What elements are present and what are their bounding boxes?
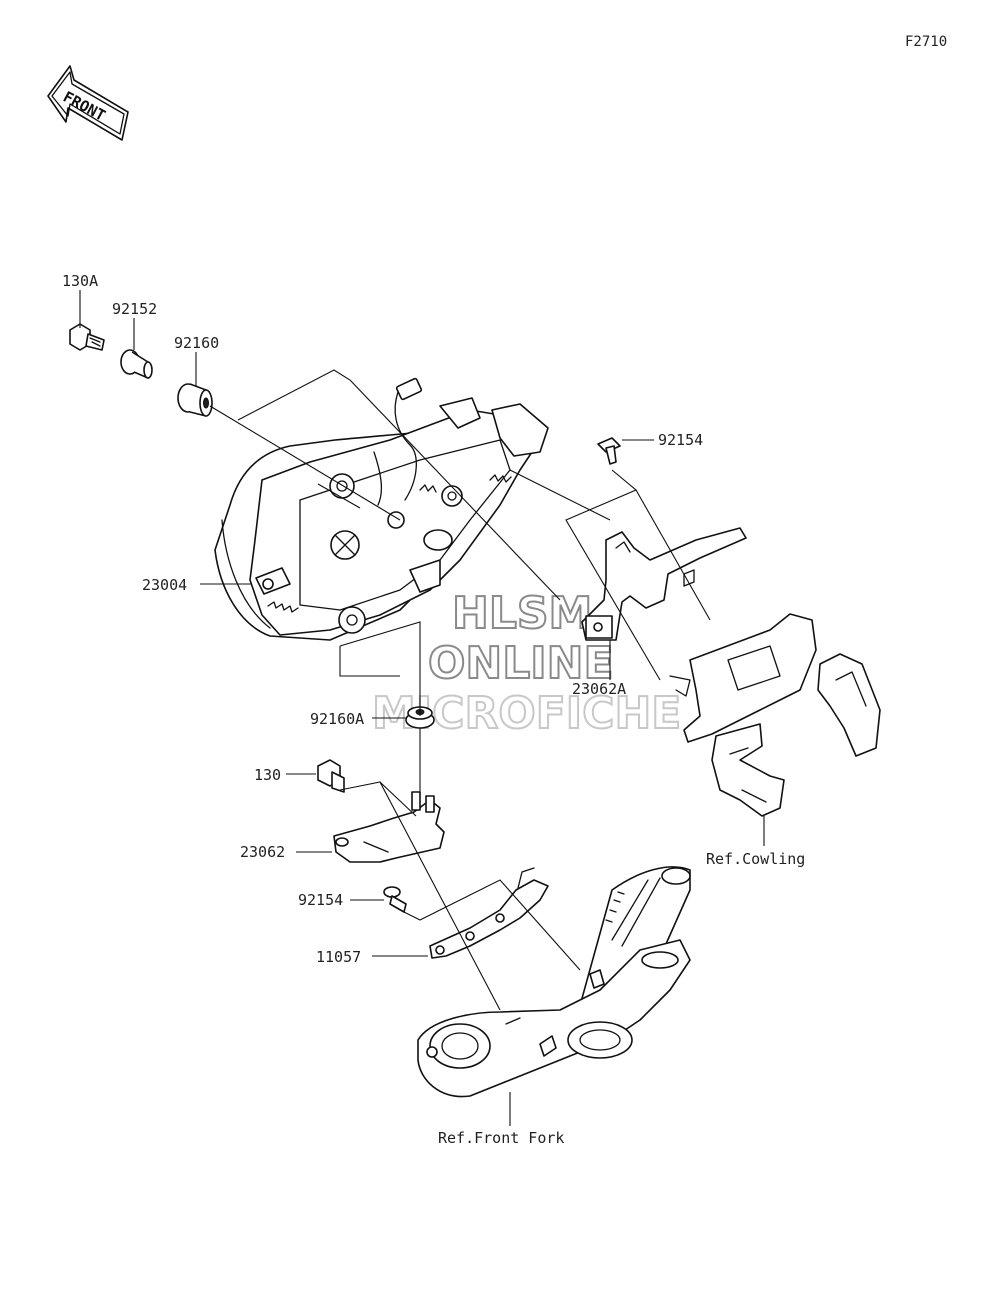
watermark-line-1: HLSM [452, 588, 592, 639]
bracket-11057 [429, 867, 549, 959]
headlight-assembly-23004 [214, 377, 549, 641]
label-92160: 92160 [174, 334, 219, 352]
front-arrow-icon: FRONT [47, 65, 129, 141]
bracket-23062 [333, 791, 445, 863]
label-92152: 92152 [112, 300, 157, 318]
screw-92154-bottom [383, 886, 407, 913]
bracket-23062a [581, 437, 747, 641]
label-23062a: 23062A [572, 680, 626, 698]
label-130a: 130A [62, 272, 98, 290]
bolt-130a [69, 323, 105, 351]
label-ref-front-fork: Ref.Front Fork [438, 1129, 564, 1147]
label-92154-bottom: 92154 [298, 891, 343, 909]
label-92154-top: 92154 [658, 431, 703, 449]
bolt-130 [317, 759, 345, 793]
figure-code: F2710 [905, 34, 947, 50]
label-130: 130 [254, 766, 281, 784]
leader-lines [79, 290, 765, 1126]
watermark-line-2: ONLINE [428, 638, 614, 689]
label-ref-cowling: Ref.Cowling [706, 850, 805, 868]
cowling-stay [669, 613, 881, 817]
grommet-92160 [177, 383, 213, 417]
steering-stem [417, 866, 691, 1098]
collar-92152 [120, 349, 153, 379]
label-11057: 11057 [316, 948, 361, 966]
label-23004: 23004 [142, 576, 187, 594]
label-23062: 23062 [240, 843, 285, 861]
label-92160a: 92160A [310, 710, 364, 728]
